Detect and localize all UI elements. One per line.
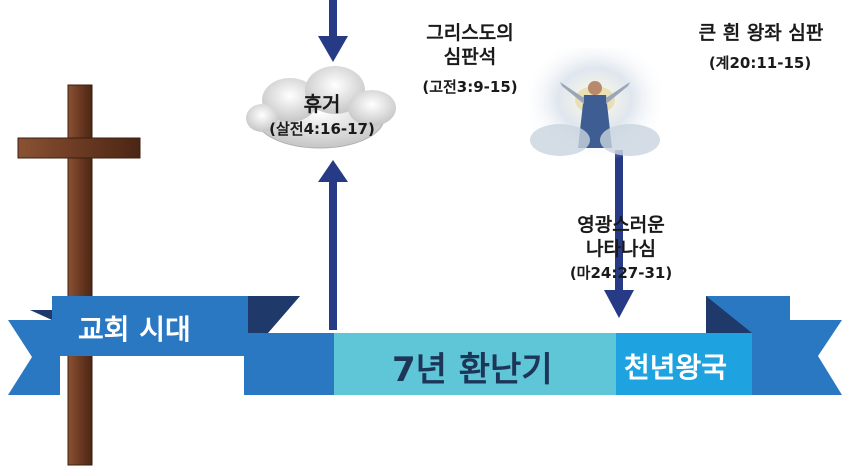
appearing-line1: 영광스러운 [577,214,665,236]
millennium-ribbon [706,296,842,395]
white-throne-reference: (계20:11-15) [708,54,812,72]
tribulation-label: 7년 환난기 [392,350,553,390]
bema-reference: (고전3:9-15) [422,78,518,96]
arrow-down-appearing [604,150,634,318]
cloud-icon [246,66,396,149]
cross-icon [17,84,141,466]
church-age-segment [244,333,334,395]
arrow-up-rapture [318,160,348,330]
arrow-down-top [318,0,348,62]
tribulation-segment [334,333,616,395]
white-throne-title: 큰 흰 왕좌 심판 [698,22,824,44]
church-age-label: 교회 시대 [78,313,191,346]
church-age-ribbon [8,296,300,395]
millennium-segment [616,333,752,395]
timeline-band [244,333,752,395]
rapture-reference: (살전4:16-17) [269,120,375,138]
bema-title-line1: 그리스도의 [426,22,514,44]
millennium-label: 천년왕국 [624,351,728,384]
christ-in-clouds-image [528,48,662,162]
bema-title-line2: 심판석 [443,46,497,68]
appearing-line2: 나타나심 [586,238,656,260]
appearing-reference: (마24:27-31) [569,264,673,282]
rapture-title: 휴거 [303,92,341,116]
